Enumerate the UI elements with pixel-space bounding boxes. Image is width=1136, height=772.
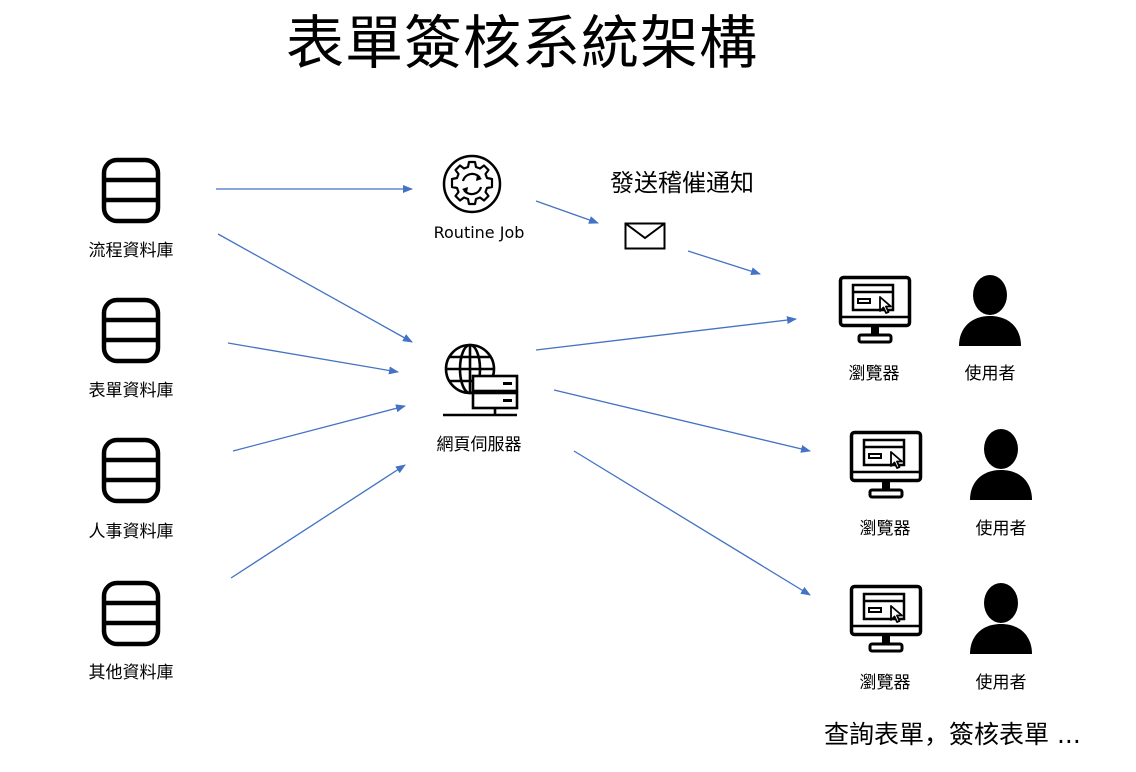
arrow-web-server-to-browser-3 bbox=[573, 450, 811, 596]
web-server-label: 網頁伺服器 bbox=[436, 435, 522, 455]
arrow-web-server-to-browser-2 bbox=[553, 389, 811, 453]
database-icon bbox=[101, 297, 161, 364]
envelope-icon bbox=[624, 222, 666, 250]
gear-sync-icon bbox=[442, 154, 502, 214]
arrow-process-db-to-web-server bbox=[217, 233, 413, 343]
database-icon bbox=[101, 157, 161, 224]
database-icon bbox=[101, 580, 161, 647]
database-label: 其他資料庫 bbox=[88, 663, 174, 683]
user-icon bbox=[970, 429, 1032, 500]
arrow-form-db-to-web-server bbox=[227, 342, 399, 375]
monitor-browser-icon bbox=[849, 584, 923, 653]
arrow-routine-job-to-mail bbox=[535, 200, 599, 224]
database-label: 流程資料庫 bbox=[88, 241, 174, 261]
notification-label: 發送稽催通知 bbox=[610, 169, 754, 197]
arrow-hr-db-to-web-server bbox=[232, 404, 406, 452]
diagram-title: 表單簽核系統架構 bbox=[286, 9, 759, 77]
user-label: 使用者 bbox=[964, 364, 1016, 384]
user-label: 使用者 bbox=[975, 519, 1027, 539]
browser-label: 瀏覽器 bbox=[859, 673, 911, 693]
browser-label: 瀏覽器 bbox=[859, 519, 911, 539]
database-label: 人事資料庫 bbox=[88, 522, 174, 542]
user-icon bbox=[970, 583, 1032, 654]
routine-job-label: Routine Job bbox=[433, 223, 525, 242]
monitor-browser-icon bbox=[849, 430, 923, 499]
database-icon bbox=[101, 437, 161, 504]
monitor-browser-icon bbox=[838, 275, 912, 344]
user-label: 使用者 bbox=[975, 673, 1027, 693]
globe-server-icon bbox=[443, 343, 519, 417]
browser-label: 瀏覽器 bbox=[848, 364, 900, 384]
arrow-other-db-to-web-server bbox=[230, 464, 406, 579]
arrow-web-server-to-browser-1 bbox=[535, 316, 797, 351]
user-icon bbox=[959, 275, 1021, 346]
database-label: 表單資料庫 bbox=[88, 381, 174, 401]
footer-caption: 查詢表單，簽核表單 ... bbox=[824, 720, 1081, 749]
arrow-mail-to-browser-1 bbox=[687, 250, 761, 276]
